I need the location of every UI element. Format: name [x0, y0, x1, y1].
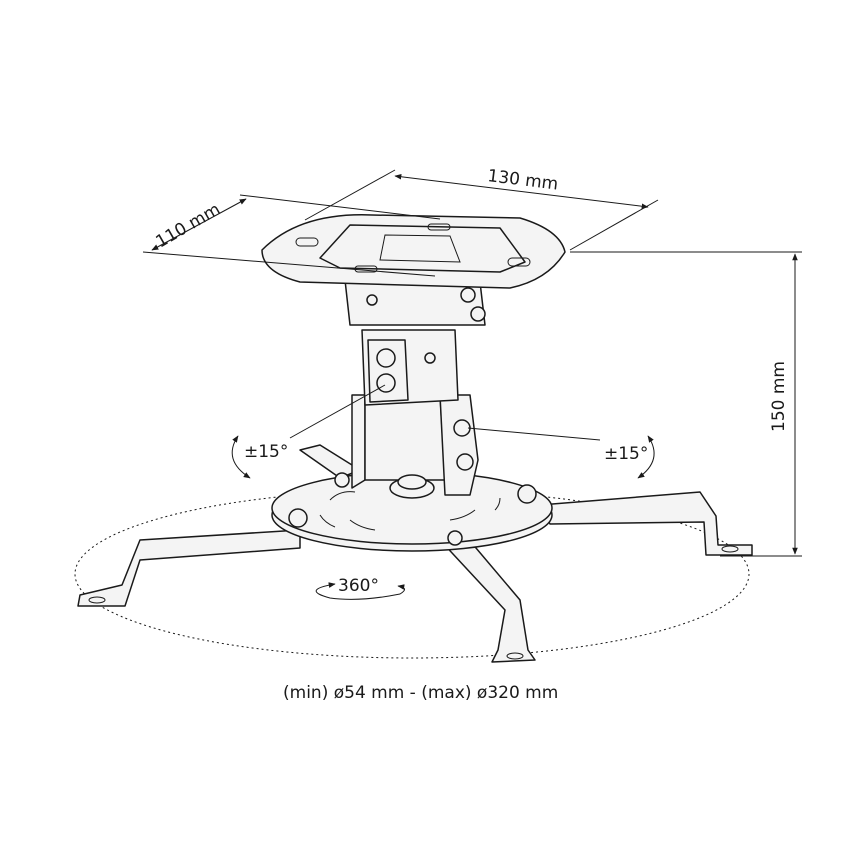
rotation-label: 360° — [338, 576, 379, 596]
rotation-circle — [74, 489, 750, 659]
mount-column — [344, 279, 486, 499]
rotation-arrows — [231, 435, 655, 600]
dimension-lines — [142, 169, 802, 557]
depth-label: 110 mm — [153, 200, 224, 253]
ceiling-plate — [261, 214, 566, 289]
height-label: 150 mm — [769, 361, 789, 432]
mount-legs — [77, 444, 753, 663]
tilt-right-label: ±15° — [604, 444, 648, 464]
tilt-left-label: ±15° — [244, 442, 288, 462]
base-plate — [271, 471, 553, 552]
diameter-range-label: (min) ø54 mm - (max) ø320 mm — [283, 683, 558, 703]
width-label: 130 mm — [486, 166, 559, 195]
